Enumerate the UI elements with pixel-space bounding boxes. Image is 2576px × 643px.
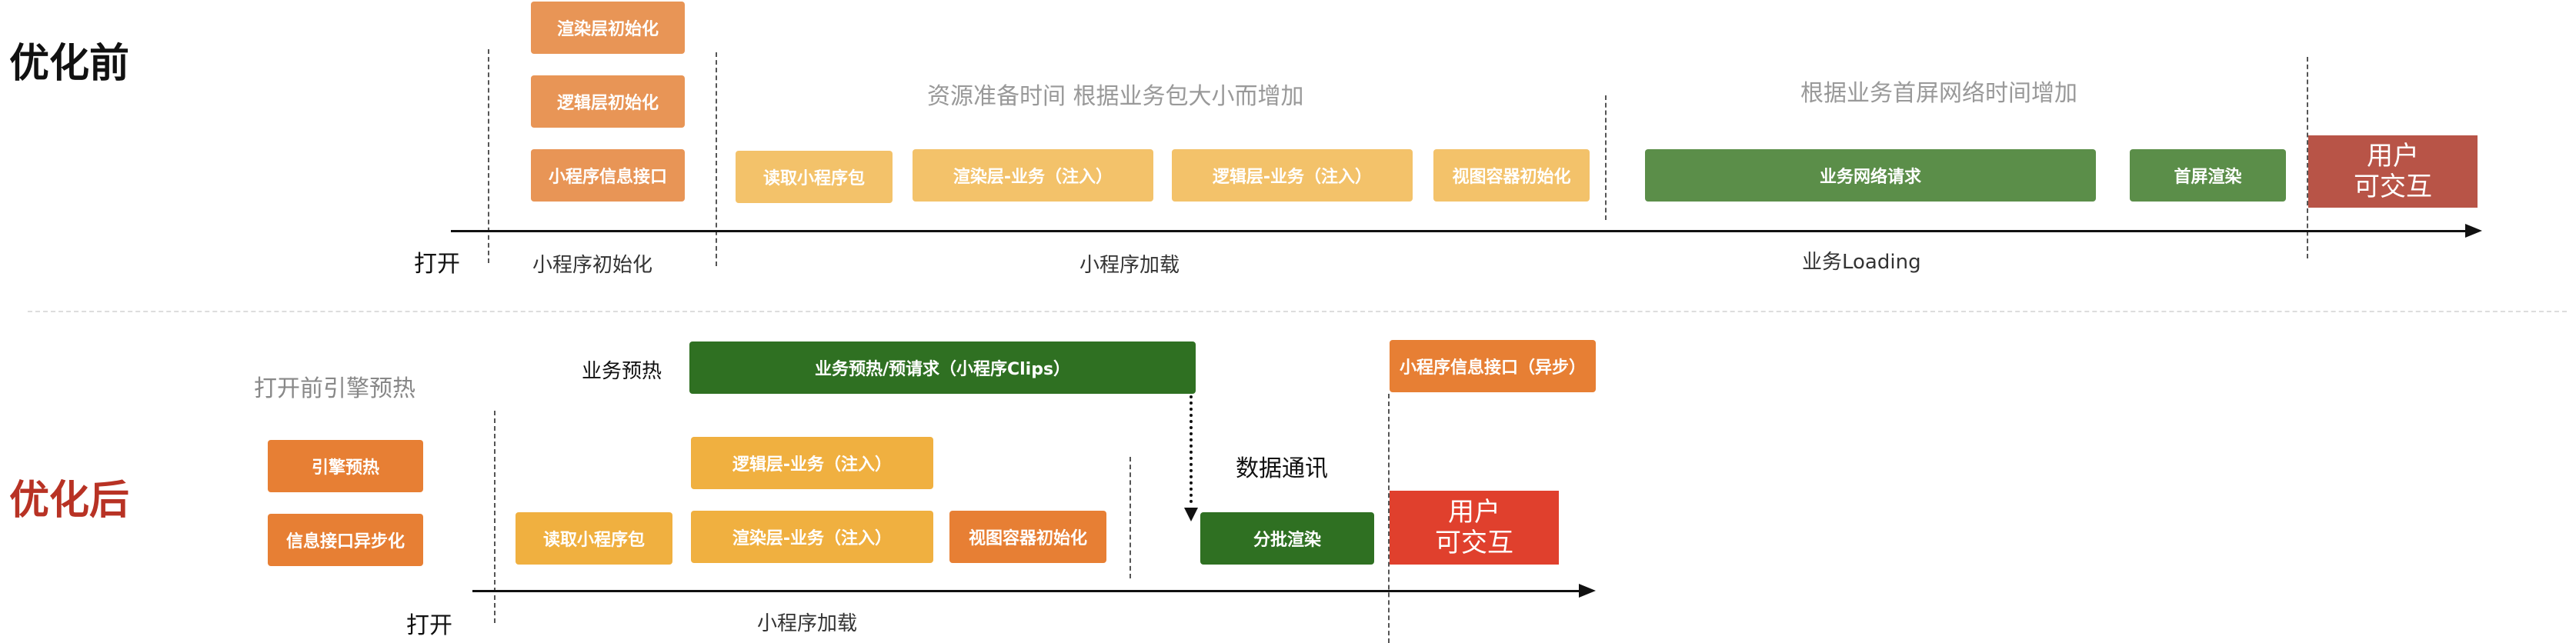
phase-loading-label: 业务Loading [1802,251,1921,274]
divider-interactive-after [1388,394,1390,643]
read-package-box-after: 读取小程序包 [516,512,672,565]
logic-layer-init-box: 逻辑层初始化 [531,75,685,128]
preheat-note: 打开前引擎预热 [254,375,415,402]
business-preheat-box: 业务预热/预请求（小程序Clips） [689,341,1196,394]
view-container-init-box: 视图容器初始化 [1433,149,1590,202]
divider-loading-end [2307,57,2308,258]
user-interactive-box-after: 用户 可交互 [1390,491,1559,565]
view-container-init-box-after: 视图容器初始化 [949,511,1106,563]
open-label-after: 打开 [406,612,452,639]
engine-preheat-box: 引擎预热 [268,440,423,492]
business-preheat-label: 业务预热 [582,360,662,383]
render-layer-init-box: 渲染层初始化 [531,2,685,54]
miniprogram-info-api-box: 小程序信息接口 [531,149,685,202]
divider-load-end [1605,95,1607,220]
logic-business-inject-box: 逻辑层-业务（注入） [1172,149,1413,202]
first-screen-render-box: 首屏渲染 [2130,149,2286,202]
network-time-note: 根据业务首屏网络时间增加 [1800,80,2077,107]
render-business-inject-box: 渲染层-业务（注入） [913,149,1153,202]
phase-load-label: 小程序加载 [1079,254,1180,277]
user-interactive-box-before: 用户 可交互 [2308,135,2478,208]
resource-prep-note: 资源准备时间 根据业务包大小而增加 [927,83,1304,110]
user-text: 用户 [2367,141,2419,172]
timeline-after [472,590,1580,592]
divider-open [488,49,489,263]
timeline-before [451,230,2467,232]
open-label-before: 打开 [414,251,460,278]
data-flow-arrow [1190,395,1193,503]
data-flow-arrow-head [1184,508,1198,521]
divider-load-end-after [1130,457,1131,578]
timeline-arrow-before [2465,224,2482,238]
batch-render-box: 分批渲染 [1200,512,1374,565]
phase-init-label: 小程序初始化 [532,254,653,277]
info-api-async-box: 信息接口异步化 [268,514,423,566]
render-business-inject-box-after: 渲染层-业务（注入） [691,511,933,563]
logic-business-inject-box-after: 逻辑层-业务（注入） [691,437,933,489]
interactive-text: 可交互 [2354,172,2432,202]
after-title: 优化后 [9,478,130,524]
load-label-after: 小程序加载 [757,612,858,635]
before-title: 优化前 [9,41,130,87]
read-package-box: 读取小程序包 [736,151,893,203]
user-text-after: 用户 [1448,497,1500,528]
async-info-api-box: 小程序信息接口（异步） [1390,340,1596,392]
section-separator [28,311,2567,312]
data-comm-label: 数据通讯 [1236,455,1328,482]
divider-open-after [494,411,496,623]
divider-init-end [716,52,717,266]
timeline-arrow-after [1579,584,1596,598]
business-network-request-box: 业务网络请求 [1645,149,2096,202]
interactive-text-after: 可交互 [1435,528,1513,558]
